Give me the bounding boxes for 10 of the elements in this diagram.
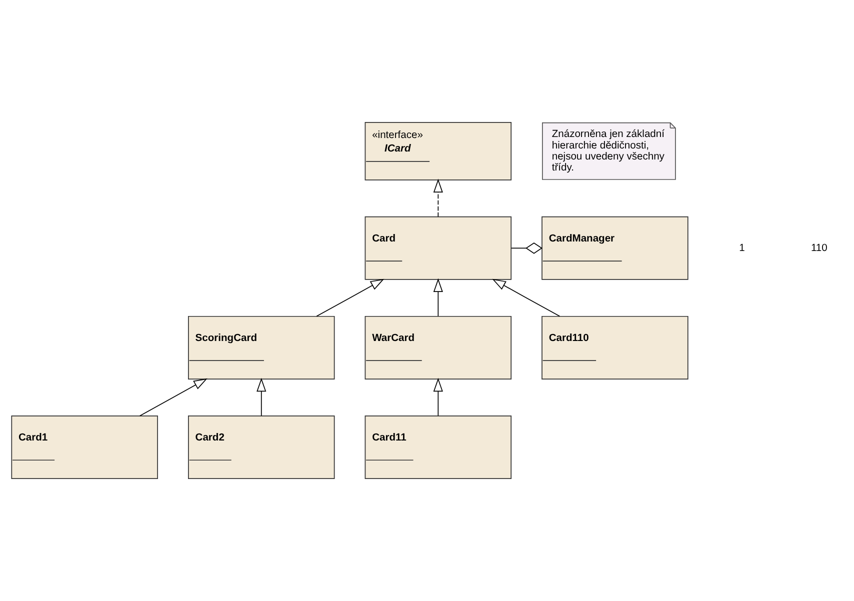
arrow [492,278,560,317]
arrow [433,378,443,416]
arrow [256,378,266,416]
arrow [316,278,384,317]
connector [510,242,542,254]
arrow [433,178,443,218]
label: 110 [810,242,828,254]
label: 1 [739,242,745,254]
arrow [433,278,443,317]
arrow [139,378,208,416]
